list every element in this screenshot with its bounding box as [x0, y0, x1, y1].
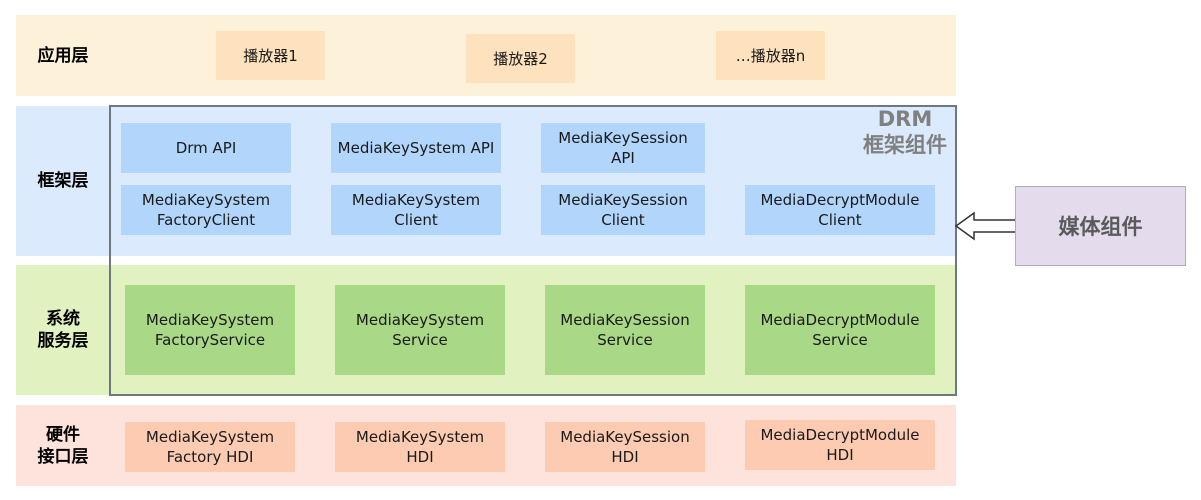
- media-component-box: 媒体组件: [1015, 186, 1186, 266]
- left-arrow-icon: [954, 211, 1017, 241]
- player-1-box: 播放器1: [216, 31, 325, 80]
- framework-layer-label: 框架层: [37, 171, 89, 191]
- hdi-layer-label: 硬件 接口层: [37, 424, 89, 467]
- mediakeysystem-factoryservice-box: MediaKeySystem FactoryService: [125, 285, 295, 375]
- drm-api-box: Drm API: [121, 123, 291, 173]
- mediakeysession-service-box: MediaKeySession Service: [545, 285, 705, 375]
- mediakeysystem-client-box: MediaKeySystem Client: [331, 185, 501, 235]
- mediakeysystem-api-box: MediaKeySystem API: [331, 123, 501, 173]
- mediakeysystem-factoryclient-box: MediaKeySystem FactoryClient: [121, 185, 291, 235]
- mediakeysession-hdi-box: MediaKeySession HDI: [545, 422, 705, 472]
- mediadecryptmodule-service-box: MediaDecryptModule Service: [745, 285, 935, 375]
- drm-framework-label: DRM 框架组件: [863, 107, 947, 157]
- mediakeysession-api-box: MediaKeySession API: [541, 123, 705, 173]
- app-layer-label: 应用层: [37, 45, 89, 66]
- mediakeysession-client-box: MediaKeySession Client: [541, 185, 705, 235]
- mediadecryptmodule-client-box: MediaDecryptModule Client: [745, 185, 935, 235]
- service-layer-label: 系统 服务层: [37, 309, 89, 351]
- mediakeysystem-factory-hdi-box: MediaKeySystem Factory HDI: [125, 422, 295, 472]
- drm-framework-frame: [109, 105, 957, 396]
- mediadecryptmodule-hdi-box: MediaDecryptModule HDI: [745, 420, 935, 470]
- player-n-box: …播放器n: [716, 31, 825, 80]
- mediakeysystem-hdi-box: MediaKeySystem HDI: [335, 422, 505, 472]
- mediakeysystem-service-box: MediaKeySystem Service: [335, 285, 505, 375]
- player-2-box: 播放器2: [466, 34, 575, 83]
